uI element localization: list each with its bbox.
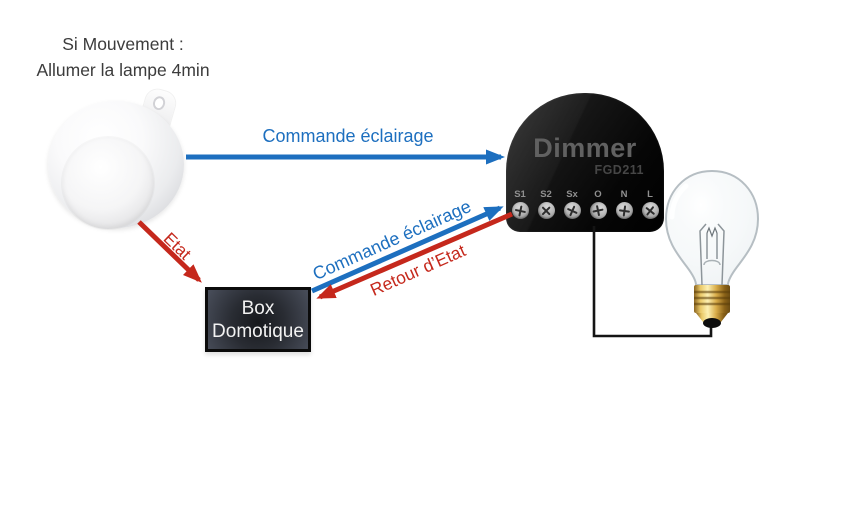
screw-icon bbox=[509, 200, 531, 221]
scenario-caption: Si Mouvement : Allumer la lampe 4min bbox=[18, 31, 228, 83]
terminal-label: S1 bbox=[514, 189, 526, 200]
screw-icon bbox=[587, 200, 609, 221]
terminal-o: O bbox=[587, 189, 609, 221]
terminal-label: Sx bbox=[566, 189, 578, 200]
terminal-s1: S1 bbox=[509, 189, 531, 221]
terminal-s2: S2 bbox=[533, 189, 559, 223]
scenario-line2: Allumer la lampe 4min bbox=[36, 60, 210, 80]
scenario-line1: Si Mouvement : bbox=[62, 34, 184, 54]
home-automation-box: Box Domotique bbox=[205, 287, 311, 352]
terminal-label: L bbox=[647, 189, 653, 200]
terminal-label: O bbox=[594, 189, 602, 200]
box-label-line2: Domotique bbox=[212, 320, 304, 342]
dimmer-terminals: S1 S2 Sx O N L bbox=[506, 189, 664, 223]
label-commande-eclairage-top: Commande éclairage bbox=[262, 126, 434, 146]
dimmer-label: Dimmer bbox=[533, 133, 637, 163]
light-bulb-icon bbox=[665, 170, 759, 328]
bulb-glass bbox=[665, 170, 759, 286]
sensor-lens bbox=[62, 137, 154, 229]
dimmer-model: FGD211 bbox=[594, 163, 644, 177]
screw-icon bbox=[533, 198, 559, 223]
terminal-l: L bbox=[638, 189, 662, 223]
terminal-label: S2 bbox=[540, 189, 552, 200]
bulb-contact bbox=[703, 318, 721, 328]
terminal-sx: Sx bbox=[560, 189, 584, 222]
terminal-label: N bbox=[620, 189, 628, 200]
screw-icon bbox=[614, 200, 634, 221]
box-label-line1: Box bbox=[241, 297, 275, 319]
terminal-n: N bbox=[614, 189, 634, 221]
bulb-glass-highlight bbox=[669, 183, 689, 220]
screw-icon bbox=[560, 199, 584, 222]
dimmer-module: Dimmer FGD211 S1 S2 Sx O N bbox=[506, 93, 664, 232]
label-etat: Etat bbox=[159, 228, 195, 264]
